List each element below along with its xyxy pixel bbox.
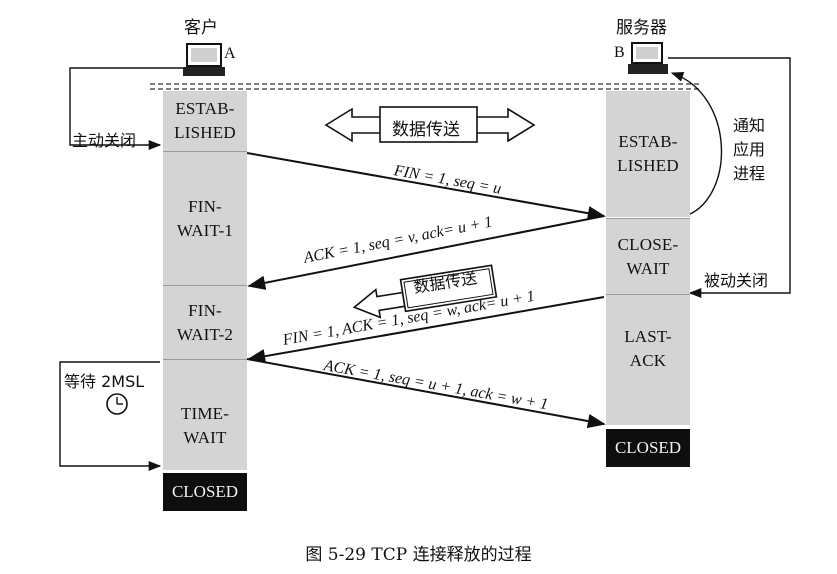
client-state-established: ESTAB- LISHED	[163, 91, 247, 151]
client-state-fin-wait-1: FIN- WAIT-1	[163, 151, 247, 285]
client-state-time-wait: TIME- WAIT	[163, 359, 247, 470]
figure-caption: 图 5-29 TCP 连接释放的过程	[305, 545, 532, 565]
server-state-established: ESTAB- LISHED	[606, 91, 690, 217]
data-transfer-left-arrow	[352, 264, 498, 319]
server-state-close-wait: CLOSE- WAIT	[606, 218, 690, 295]
active-close-label: 主动关闭	[72, 131, 137, 150]
active-close-arrow	[69, 67, 183, 151]
data-transfer-label-1: 数据传送	[392, 120, 460, 140]
wait-2msl-label: 等待 2MSL	[64, 372, 145, 391]
client-title: 客户	[184, 18, 218, 38]
wait-2msl-arrow	[59, 361, 162, 472]
fin-ack-message-arrow	[247, 296, 605, 364]
ack-message-arrow	[247, 215, 605, 290]
server-title: 服务器	[616, 18, 667, 38]
client-state-fin-wait-2: FIN- WAIT-2	[163, 285, 247, 360]
client-closed-badge: CLOSED	[163, 473, 247, 511]
passive-close-arrow	[668, 57, 791, 299]
last-ack-message-arrow	[246, 358, 606, 429]
client-host-label: A	[224, 45, 236, 62]
server-host-label: B	[614, 44, 625, 61]
data-transfer-double-arrow	[324, 106, 536, 143]
server-state-last-ack: LAST- ACK	[606, 294, 690, 425]
passive-close-label: 被动关闭	[704, 271, 769, 290]
fin-message-arrow	[246, 152, 606, 221]
notify-app-label: 通知 应用 进程	[733, 116, 766, 183]
computer-icon-client	[183, 43, 225, 76]
computer-icon-server	[628, 42, 668, 74]
server-closed-badge: CLOSED	[606, 429, 690, 467]
notify-app-arrow	[670, 71, 723, 216]
clock-icon	[106, 393, 128, 415]
